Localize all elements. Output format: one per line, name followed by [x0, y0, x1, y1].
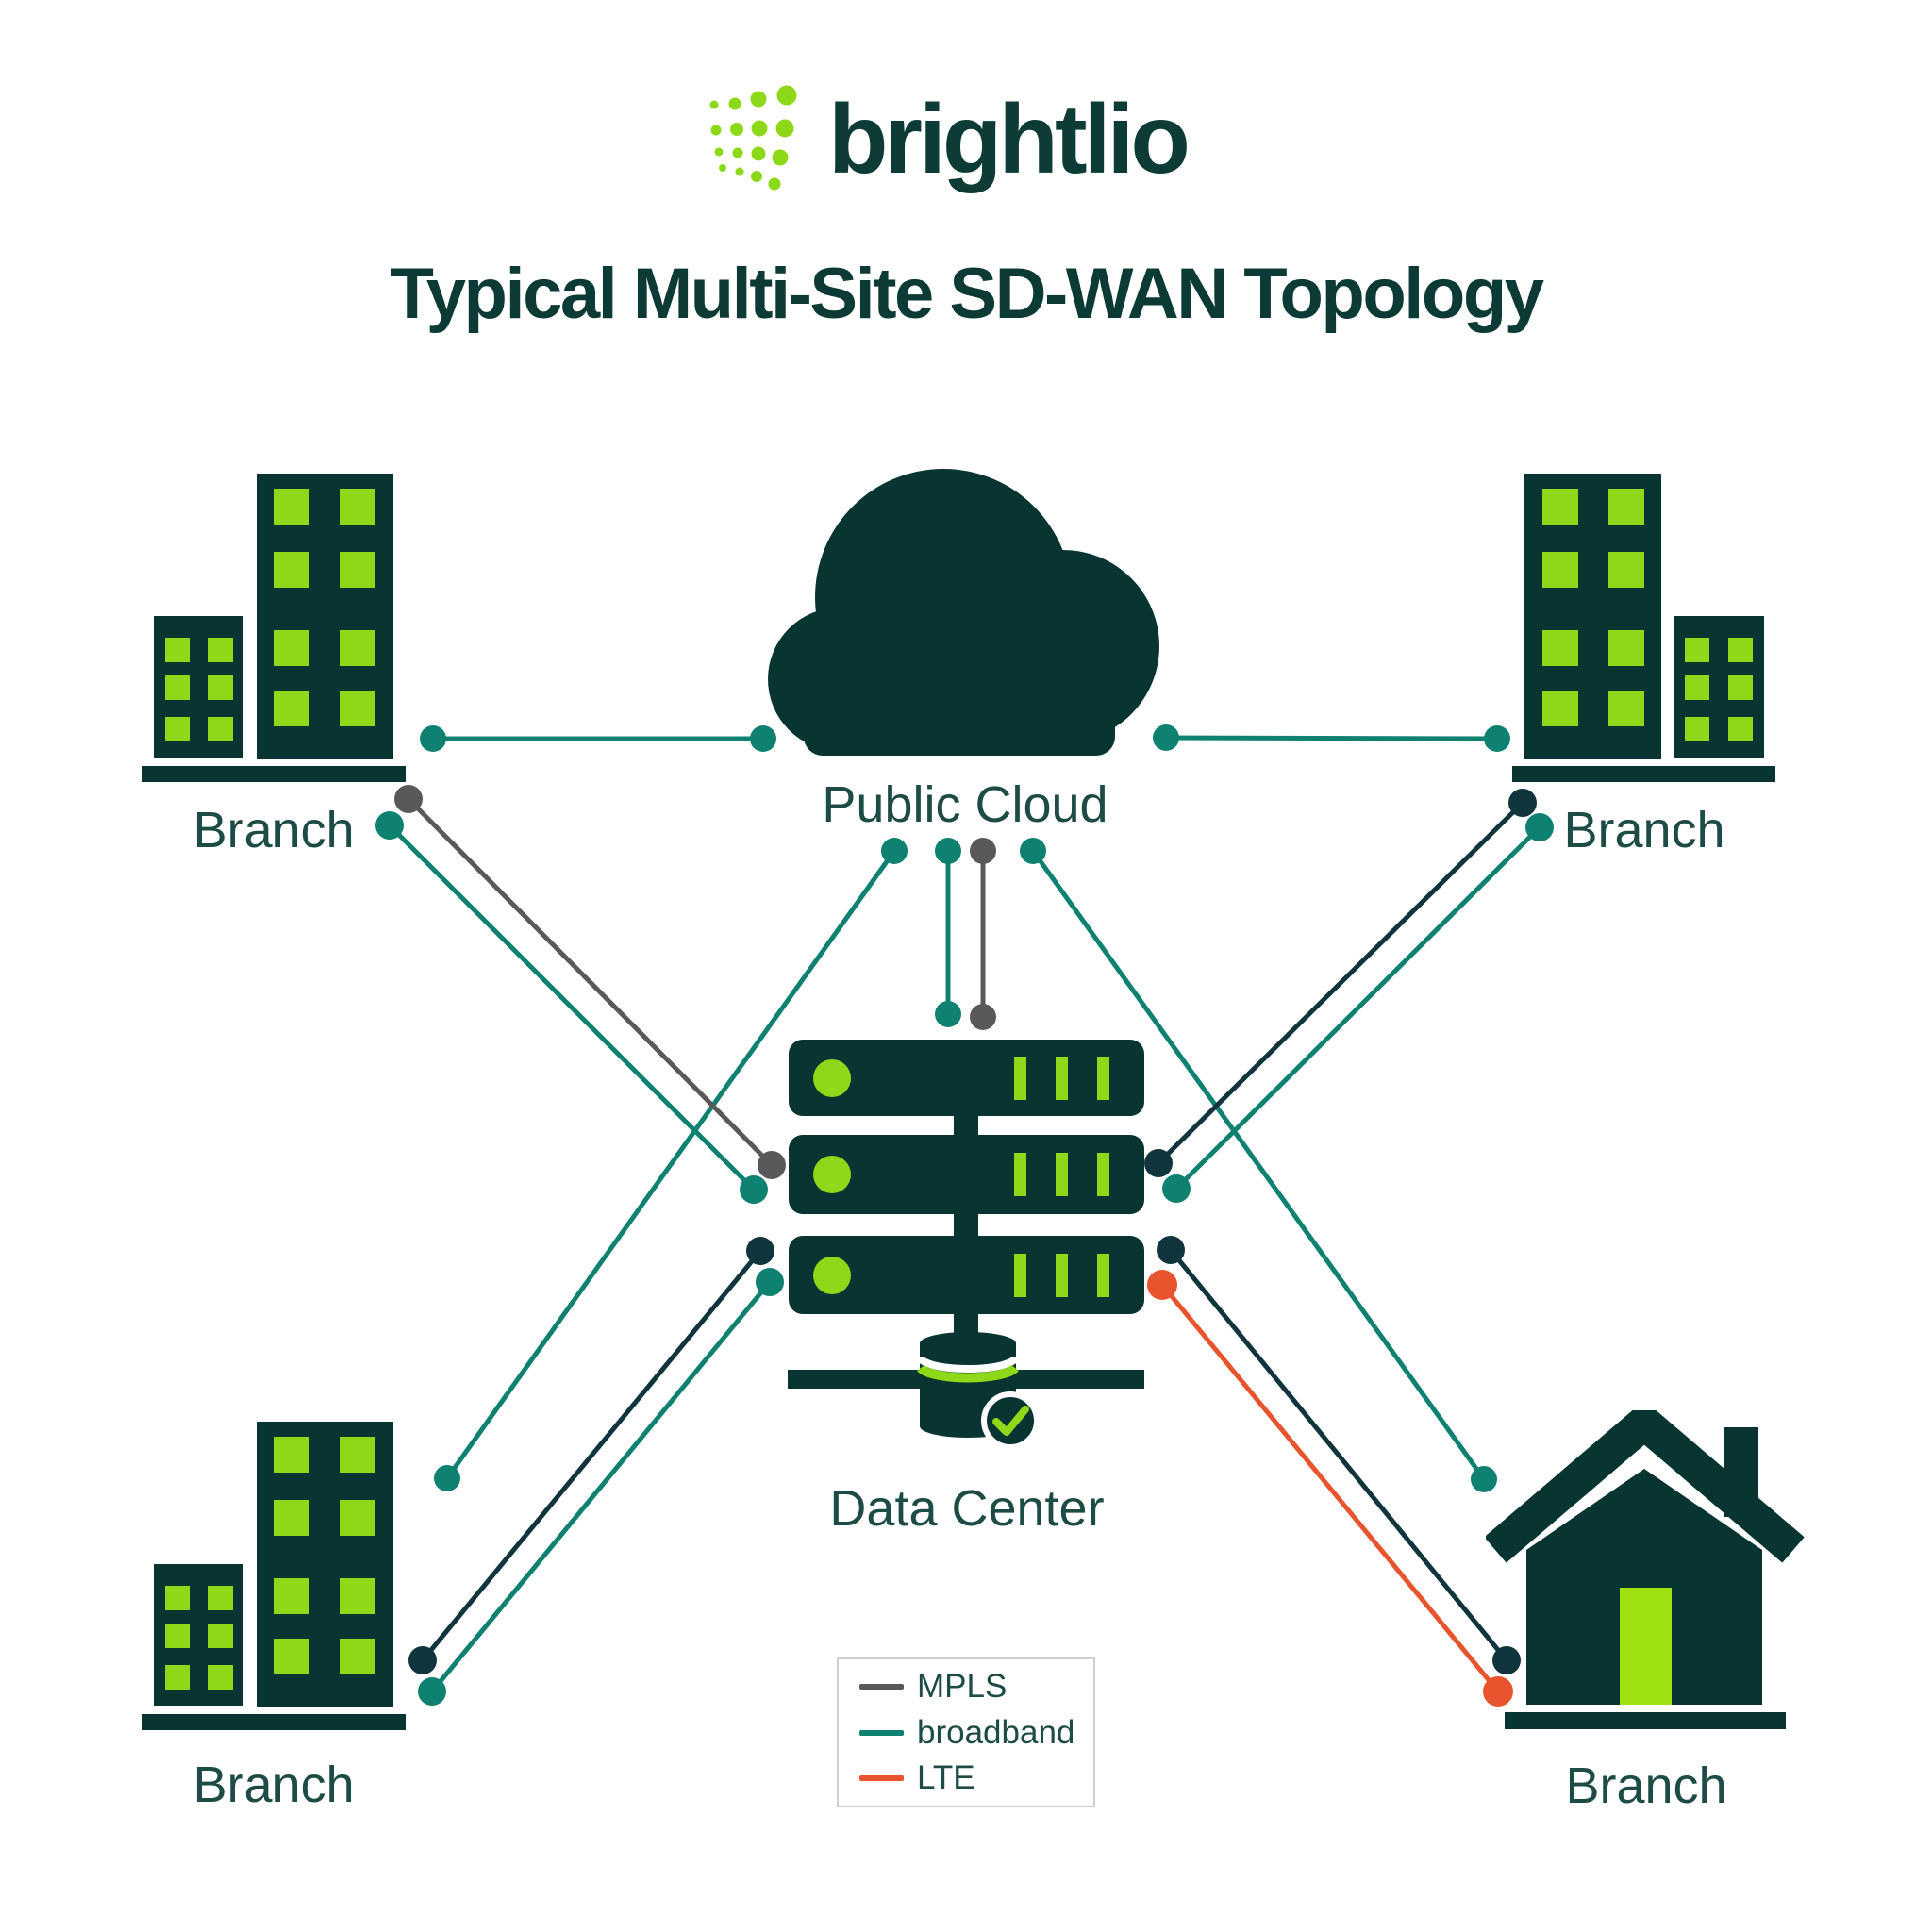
endpoint-dot — [394, 785, 423, 813]
link-branch-bl-dc-broadband — [418, 1268, 784, 1706]
endpoint-dot — [1484, 725, 1510, 752]
office-buildings-icon — [1512, 474, 1775, 782]
endpoint-dot — [740, 1175, 768, 1204]
endpoint-dot — [1153, 724, 1179, 751]
endpoint-dot — [970, 838, 996, 864]
node-label-data-center: Data Center — [829, 1480, 1105, 1537]
endpoint-dot — [935, 1001, 961, 1027]
endpoint-dot — [1508, 789, 1537, 817]
legend-item-broadband: broadband — [859, 1714, 1093, 1752]
endpoint-dot — [756, 1268, 784, 1296]
house-icon — [1486, 1410, 1805, 1729]
page-title: Typical Multi-Site SD-WAN Topology — [390, 254, 1544, 334]
endpoint-dot — [418, 1677, 446, 1706]
link-branch-br-dc-lte — [1147, 1270, 1513, 1707]
brightlio-logo-wordmark: brightlio — [828, 85, 1191, 194]
endpoint-dot — [881, 838, 908, 864]
endpoint-dot — [375, 811, 404, 840]
node-label-branch-top-left: Branch — [192, 802, 355, 858]
endpoint-dot — [746, 1237, 774, 1265]
link-branch-tl-cloud-broadband — [420, 725, 776, 752]
link-branch-tr-cloud-broadband — [1153, 724, 1510, 752]
endpoint-dot — [750, 725, 776, 752]
legend-label: MPLS — [917, 1667, 1008, 1705]
endpoint-dot — [1020, 838, 1046, 864]
link-branch-bl-cloud-broadband — [434, 838, 908, 1491]
lte-line-swatch-icon — [859, 1775, 904, 1782]
link-branch-br-dc-mpls — [1157, 1236, 1521, 1674]
endpoint-dot — [434, 1465, 460, 1491]
endpoint-dot — [1147, 1270, 1177, 1300]
link-line — [1169, 1248, 1508, 1662]
cloud-icon — [768, 469, 1159, 756]
link-branch-tl-dc-mpls — [394, 785, 786, 1179]
server-rack-database-icon — [788, 1040, 1144, 1450]
endpoint-dot — [1525, 813, 1554, 841]
link-branch-br-cloud-broadband — [1020, 838, 1497, 1492]
link-line — [1165, 735, 1498, 741]
office-buildings-icon — [142, 474, 406, 782]
office-buildings-icon — [142, 1422, 406, 1730]
link-branch-tr-dc-mpls — [1144, 789, 1537, 1177]
link-line — [1030, 849, 1487, 1481]
node-label-branch-bottom-left: Branch — [192, 1757, 355, 1813]
link-branch-bl-dc-mpls — [408, 1237, 774, 1674]
legend-label: LTE — [917, 1759, 975, 1797]
link-line — [444, 849, 897, 1480]
link-line — [1174, 825, 1541, 1191]
link-cloud-dc-mpls — [970, 838, 996, 1030]
broadband-line-swatch-icon — [859, 1729, 904, 1736]
endpoint-dot — [970, 1004, 996, 1030]
endpoint-dot — [408, 1646, 437, 1674]
node-label-branch-top-right: Branch — [1563, 802, 1725, 858]
endpoint-dot — [1492, 1646, 1521, 1674]
endpoint-dot — [758, 1151, 786, 1179]
link-line — [1160, 1283, 1500, 1693]
mpls-line-swatch-icon — [859, 1683, 904, 1690]
link-branch-tr-dc-broadband — [1162, 813, 1554, 1203]
endpoint-dot — [1144, 1149, 1173, 1177]
endpoint-dot — [1483, 1676, 1513, 1707]
endpoint-dot — [420, 725, 446, 752]
endpoint-dot — [1157, 1236, 1185, 1264]
endpoint-dot — [1471, 1466, 1497, 1492]
legend-item-lte: LTE — [859, 1759, 1093, 1797]
node-label-public-cloud: Public Cloud — [822, 776, 1108, 833]
node-label-branch-bottom-right: Branch — [1565, 1757, 1727, 1814]
legend-label: broadband — [917, 1713, 1075, 1751]
check-badge-icon — [981, 1391, 1040, 1450]
legend-item-mpls: MPLS — [859, 1668, 1093, 1706]
link-line — [388, 824, 756, 1191]
link-cloud-dc-broadband — [935, 838, 961, 1027]
link-line — [407, 797, 774, 1167]
endpoint-dot — [935, 838, 961, 864]
link-branch-tl-dc-broadband — [375, 811, 768, 1204]
link-line — [421, 1249, 762, 1662]
link-line — [1157, 801, 1524, 1165]
link-line — [430, 1280, 772, 1693]
brightlio-logo-dots-icon — [709, 85, 797, 191]
legend: MPLS broadband LTE — [837, 1657, 1095, 1807]
endpoint-dot — [1162, 1174, 1191, 1203]
